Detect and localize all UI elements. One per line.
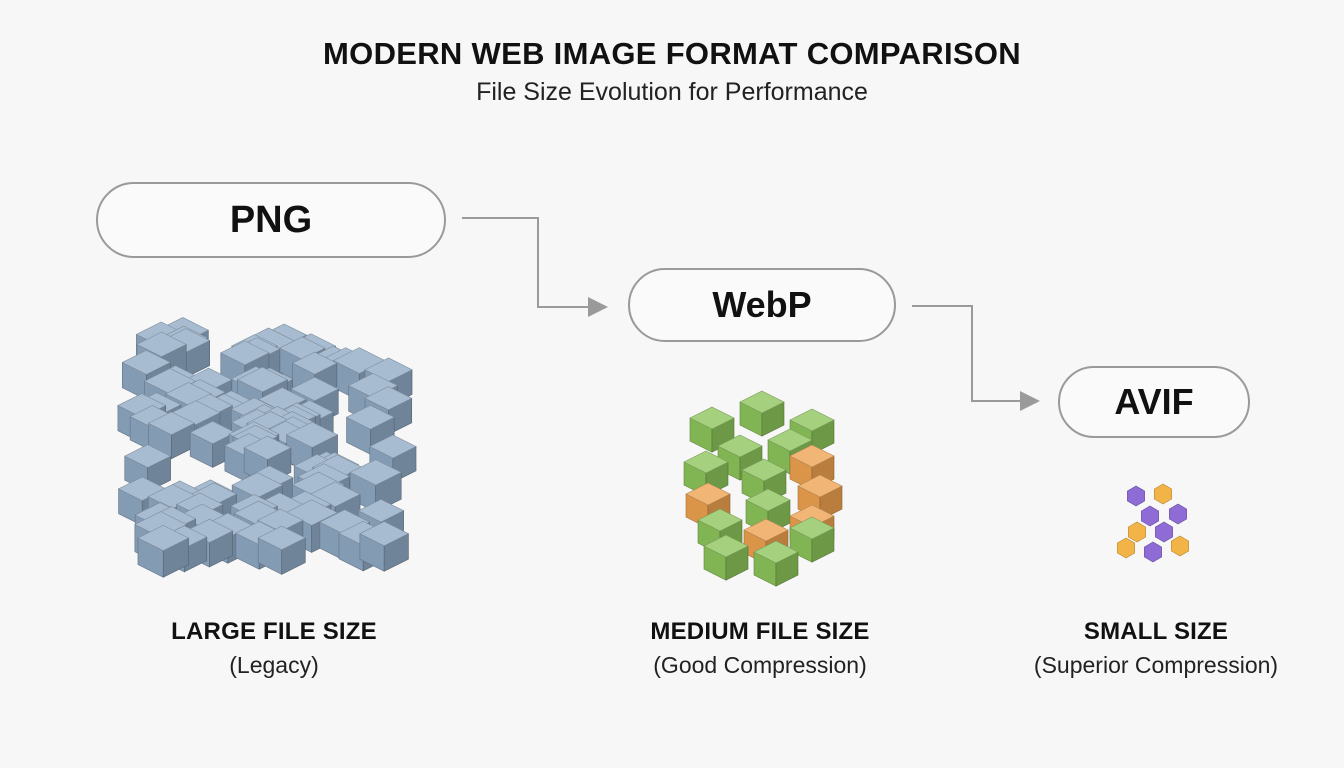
cube-face bbox=[137, 525, 190, 552]
connector-webp-to-avif bbox=[912, 305, 1040, 411]
small-hexagon-cluster-icon bbox=[1117, 483, 1189, 563]
cube-face bbox=[345, 405, 395, 430]
format-pill-webp: WebP bbox=[628, 268, 896, 342]
cube-face bbox=[286, 421, 339, 448]
hexagon-cell bbox=[1169, 503, 1187, 525]
diagram-title: MODERN WEB IMAGE FORMAT COMPARISON bbox=[323, 36, 1021, 71]
cube-face bbox=[189, 420, 236, 445]
cube-face bbox=[753, 540, 799, 564]
cube-face bbox=[359, 521, 410, 547]
cube-face bbox=[124, 444, 172, 468]
cube-face bbox=[290, 376, 339, 402]
caption-avif-size: SMALL SIZE bbox=[1083, 618, 1229, 645]
cube-face bbox=[291, 351, 338, 375]
medium-cube-cluster-icon bbox=[683, 390, 843, 587]
cube-face bbox=[236, 366, 289, 393]
hexagon-cell bbox=[1154, 483, 1172, 505]
cube-face bbox=[243, 435, 292, 460]
diagram-subtitle: File Size Evolution for Performance bbox=[476, 78, 868, 106]
format-pill-png: PNG bbox=[96, 182, 446, 258]
caption-png-size: LARGE FILE SIZE bbox=[171, 618, 377, 645]
large-cube-cluster-icon bbox=[117, 317, 417, 578]
cube-face bbox=[185, 518, 234, 543]
caption-webp-size: MEDIUM FILE SIZE bbox=[650, 618, 870, 645]
cube-face bbox=[364, 386, 413, 411]
hexagon-cell bbox=[1171, 535, 1189, 557]
cube-face bbox=[767, 428, 813, 452]
caption-png: LARGE FILE SIZE (Legacy) bbox=[114, 618, 434, 679]
cube-face bbox=[683, 450, 729, 474]
cube-face bbox=[697, 508, 743, 532]
cube-face bbox=[257, 525, 306, 551]
caption-webp-note: (Good Compression) bbox=[653, 652, 867, 678]
cube-face bbox=[745, 488, 791, 512]
hexagon-cell bbox=[1141, 505, 1159, 527]
caption-webp: MEDIUM FILE SIZE (Good Compression) bbox=[600, 618, 920, 679]
hexagon-cell bbox=[1128, 521, 1146, 543]
connector-png-to-webp bbox=[462, 217, 608, 317]
cube-face bbox=[703, 534, 749, 558]
cube-face bbox=[717, 434, 763, 458]
cube-face bbox=[349, 459, 402, 486]
caption-avif: SMALL SIZE (Superior Compression) bbox=[996, 618, 1316, 679]
cube-face bbox=[220, 340, 270, 366]
format-pill-avif: AVIF bbox=[1058, 366, 1250, 438]
cube-face bbox=[136, 331, 187, 358]
cube-face bbox=[357, 499, 405, 523]
cube-face bbox=[797, 474, 843, 498]
cube-face bbox=[789, 516, 835, 540]
cube-face bbox=[147, 411, 195, 436]
hexagon-cell bbox=[1155, 521, 1173, 543]
hexagon-cell bbox=[1144, 541, 1162, 563]
cube-face bbox=[689, 406, 735, 430]
caption-avif-note: (Superior Compression) bbox=[1033, 652, 1279, 678]
cube-face bbox=[739, 390, 785, 414]
cube-face bbox=[369, 434, 417, 459]
cube-face bbox=[121, 350, 172, 375]
hexagon-cell bbox=[1127, 485, 1145, 507]
cube-face bbox=[117, 476, 167, 501]
caption-png-note: (Legacy) bbox=[229, 652, 319, 678]
cube-face bbox=[789, 444, 835, 468]
cube-face bbox=[685, 482, 731, 506]
hexagon-cell bbox=[1117, 537, 1135, 559]
cube-face bbox=[741, 458, 787, 482]
cube-face bbox=[743, 518, 789, 542]
cube-face bbox=[789, 408, 835, 432]
